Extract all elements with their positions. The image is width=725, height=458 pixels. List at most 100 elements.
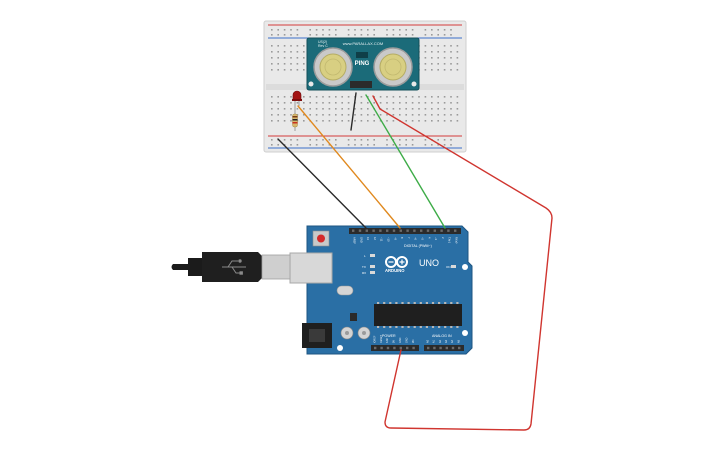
breadboard-hole [456,45,459,47]
breadboard-hole [379,114,382,116]
breadboard-hole [411,139,414,141]
breadboard-hole [424,139,427,141]
breadboard-hole [392,34,395,36]
breadboard-hole [290,96,292,98]
breadboard-hole [303,96,305,98]
wire-black-sensor-gnd[interactable] [350,92,357,131]
analog-pin-label: A1 [433,339,436,343]
breadboard-hole [424,120,427,122]
breadboard-hole [309,114,311,116]
chip-pin [444,326,447,328]
chip-pin [431,326,435,328]
wire-red-5v[interactable] [372,95,553,431]
breadboard-hole [354,108,356,110]
atmega-chip [374,302,462,328]
breadboard-hole [450,63,452,65]
breadboard-hole [405,114,407,116]
breadboard-hole [424,51,427,53]
breadboard-hole [309,96,311,98]
breadboard-hole [283,29,286,31]
wire-orange-led[interactable] [297,105,401,229]
breadboard-hole [315,108,318,110]
breadboard-hole [386,102,388,104]
breadboard-hole [373,29,375,31]
breadboard-hole [277,34,279,36]
header-pin [440,229,443,232]
red-led[interactable] [292,90,302,106]
chip-pin [383,326,386,328]
mount-hole-icon [308,81,314,87]
wire-black-gnd[interactable] [277,138,367,229]
reset-button[interactable] [312,230,330,247]
breadboard-hole [399,29,401,31]
breadboard-hole [315,120,318,122]
breadboard-hole [354,120,356,122]
breadboard-hole [405,139,407,141]
breadboard-hole [392,102,395,104]
breadboard-hole [431,34,433,36]
breadboard-hole [335,108,337,110]
breadboard-hole [354,144,356,146]
breadboard-hole [437,57,439,59]
breadboard-hole [443,144,446,146]
breadboard-hole [443,29,446,31]
header-pin [445,346,448,350]
wire-green-signal[interactable] [365,94,446,229]
breadboard-hole [328,102,331,104]
usb-icon [222,259,246,275]
breadboard-hole [296,45,299,47]
breadboard-hole [367,34,369,36]
breadboard-hole [277,96,279,98]
chip-pin [456,326,459,328]
breadboard-hole [443,63,446,65]
chip-pin [456,302,459,304]
sensor-chip [356,52,368,58]
breadboard-hole [315,114,318,116]
breadboard-hole [437,29,439,31]
breadboard-hole [411,96,414,98]
breadboard-hole [450,69,452,71]
header-pin [439,346,442,350]
breadboard-hole [303,102,305,104]
chip-pin [438,302,441,304]
breadboard-hole [283,108,286,110]
analog-pin-label: A5 [457,339,460,343]
breadboard-hole [341,102,343,104]
breadboard-hole [450,144,452,146]
breadboard-hole [271,114,273,116]
on-led-label: ON [446,265,451,269]
breadboard-hole [277,57,279,59]
digital-header [349,228,461,234]
breadboard-hole [271,69,273,71]
breadboard-hole [309,34,311,36]
header-pin [427,346,430,350]
usb-cable[interactable] [171,252,291,282]
usb-port[interactable] [289,252,333,284]
digital-pin-label: 7 [407,237,411,239]
mount-hole-icon [462,264,468,270]
breadboard-hole [315,102,318,104]
chip-pin [395,302,398,304]
breadboard-hole [437,34,439,36]
breadboard-hole [443,34,446,36]
breadboard-hole [367,29,369,31]
breadboard-hole [277,102,279,104]
breadboard-hole [271,102,273,104]
header-pin [399,229,402,232]
breadboard-hole [424,29,427,31]
breadboard-hole [296,69,299,71]
ultrasonic-sensor[interactable]: www.PARALLAX.COM US(2)Rev C PING [306,37,420,91]
header-pin [454,229,457,232]
breadboard-hole [303,120,305,122]
chip-pin [419,326,422,328]
breadboard-hole [443,120,446,122]
breadboard-hole [367,139,369,141]
breadboard-hole [290,63,292,65]
breadboard-hole [437,63,439,65]
resistor[interactable] [292,106,298,131]
led-tx-label: TX [362,265,366,269]
breadboard-hole [450,57,452,59]
header-pin [372,229,375,232]
